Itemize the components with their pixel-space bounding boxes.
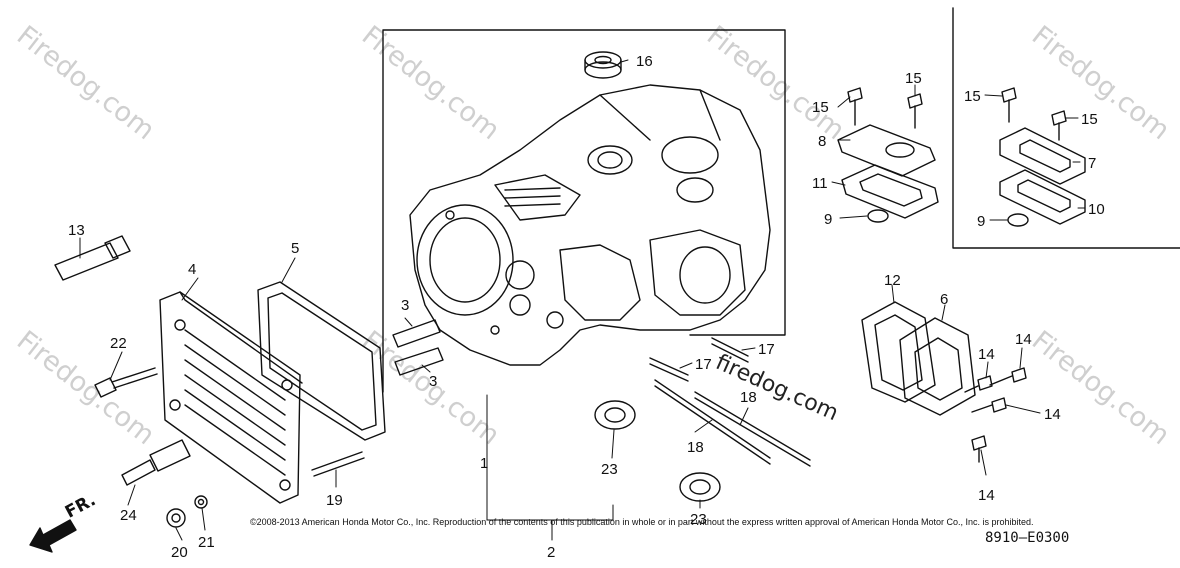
side-cover-gasket-12 — [861, 301, 936, 403]
callout-18b: 18 — [687, 439, 704, 456]
figure-number: 8910—E0300 — [985, 530, 1070, 546]
valve-9-left — [867, 209, 889, 223]
bolts-15 — [847, 87, 1067, 141]
callout-7: 7 — [1088, 155, 1096, 172]
callout-8: 8 — [818, 133, 826, 150]
callout-13: 13 — [68, 222, 85, 239]
callout-23b: 23 — [690, 511, 707, 528]
direction-arrow — [29, 519, 77, 553]
callout-14c: 14 — [1044, 406, 1061, 423]
callout-17b: 17 — [758, 341, 775, 358]
oil-seal-16 — [584, 51, 622, 79]
callout-2: 2 — [547, 544, 555, 561]
cylinder-head — [159, 291, 303, 504]
bolt-22 — [94, 367, 158, 398]
dowel-pins — [392, 319, 444, 376]
callout-20: 20 — [171, 544, 188, 561]
callout-3a: 3 — [401, 297, 409, 314]
callout-11: 11 — [812, 175, 828, 192]
callout-14b: 14 — [978, 346, 995, 363]
nut-washer — [166, 495, 208, 528]
breather-gasket-10 — [999, 169, 1086, 225]
callout-16: 16 — [636, 53, 653, 70]
callout-15c: 15 — [964, 88, 981, 105]
stud-19 — [311, 451, 365, 477]
bearing-23-lower — [679, 472, 721, 502]
callout-21: 21 — [198, 534, 215, 551]
callout-12: 12 — [884, 272, 901, 289]
callout-9b: 9 — [977, 213, 985, 230]
callout-5: 5 — [291, 240, 299, 257]
copyright-notice: ©2008-2013 American Honda Motor Co., Inc… — [250, 517, 1034, 527]
callout-4: 4 — [188, 261, 196, 278]
callout-22: 22 — [110, 335, 127, 352]
callout-24: 24 — [120, 507, 137, 524]
bearing-23-upper — [594, 400, 636, 430]
valve-9-right — [1007, 213, 1029, 227]
breather-plate-7 — [999, 127, 1086, 185]
callout-14d: 14 — [978, 487, 995, 504]
callout-15b: 15 — [905, 70, 922, 87]
callout-17a: 17 — [695, 356, 712, 373]
callout-19: 19 — [326, 492, 343, 509]
callout-15a: 15 — [812, 99, 829, 116]
bolts-14 — [964, 367, 1027, 463]
studs — [649, 337, 811, 467]
inset-frame — [952, 7, 1180, 249]
callout-labels: 1 2 3 3 4 5 6 7 8 9 9 10 11 12 13 14 14 … — [68, 53, 1105, 561]
plug-wrench — [54, 235, 131, 281]
callout-6: 6 — [940, 291, 948, 308]
callout-14a: 14 — [1015, 331, 1032, 348]
spark-plug — [121, 439, 191, 486]
leader-lines — [79, 59, 1086, 541]
group-leaders — [486, 394, 614, 541]
callout-9a: 9 — [824, 211, 832, 228]
engine-block — [409, 84, 771, 366]
crankcase-group-frame — [382, 29, 786, 393]
breather-gasket-11 — [841, 164, 939, 219]
side-cover-6 — [899, 317, 976, 416]
breather-plate-8 — [837, 124, 936, 177]
callout-15d: 15 — [1081, 111, 1098, 128]
head-gasket — [257, 281, 386, 441]
callout-1: 1 — [480, 455, 488, 472]
callout-18a: 18 — [740, 389, 757, 406]
callout-3b: 3 — [429, 373, 437, 390]
callout-23a: 23 — [601, 461, 618, 478]
callout-10: 10 — [1088, 201, 1105, 218]
